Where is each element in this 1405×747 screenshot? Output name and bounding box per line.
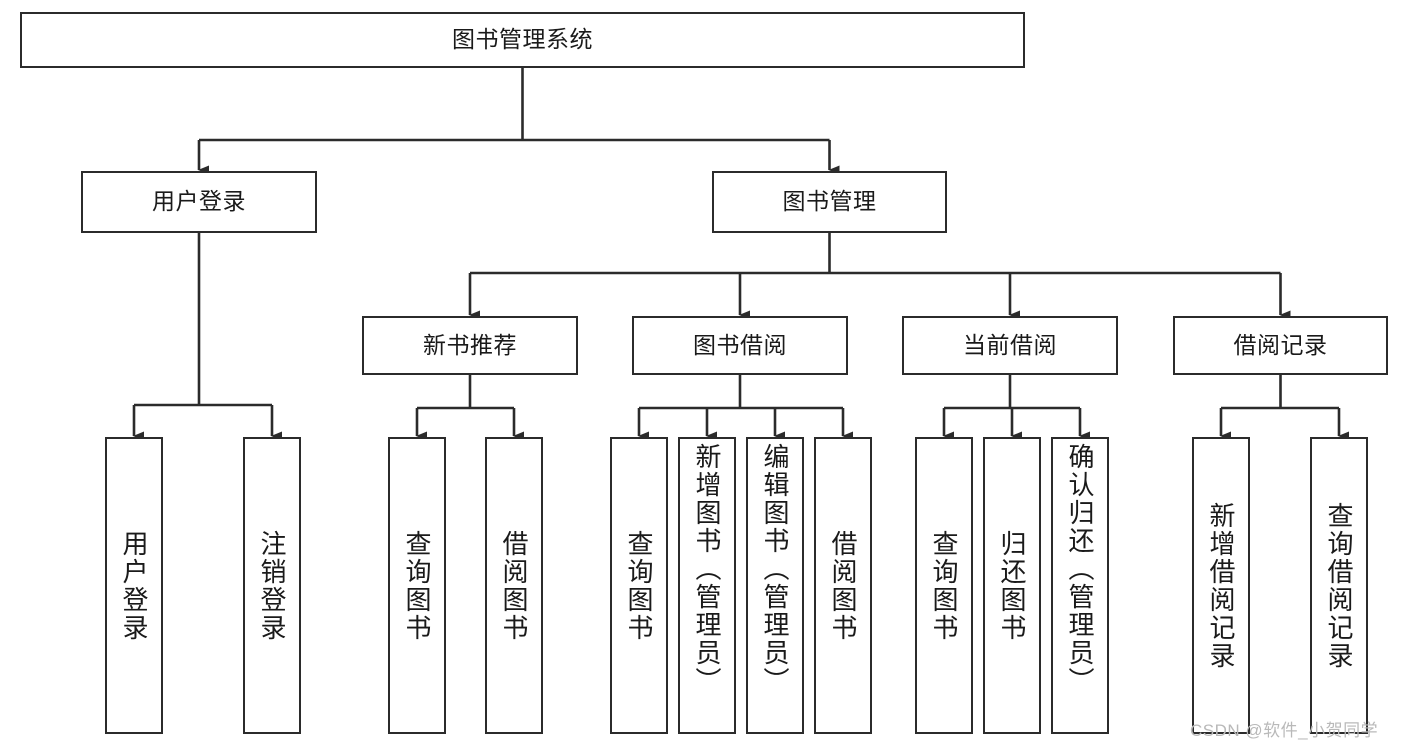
node-label-leaf-confirm-return: 确认归还（管理员）: [1065, 443, 1096, 695]
csdn-watermark: CSDN @软件_小贺同学: [1190, 721, 1379, 740]
node-label-leaf-query-book-current: 查询图书: [929, 529, 960, 642]
node-leaf-add-record[interactable]: 新增借阅记录: [1192, 437, 1250, 734]
node-label-leaf-query-record: 查询借阅记录: [1324, 501, 1355, 670]
node-label-book-borrow: 图书借阅: [693, 331, 787, 358]
node-label-leaf-logout: 注销登录: [257, 529, 288, 642]
node-label-leaf-borrow-book: 借阅图书: [828, 529, 859, 642]
node-label-new-book-rec: 新书推荐: [423, 331, 517, 358]
node-label-leaf-return-book: 归还图书: [997, 529, 1028, 642]
node-leaf-query-book-rec[interactable]: 查询图书: [388, 437, 446, 734]
node-label-leaf-borrow-book-rec: 借阅图书: [499, 529, 530, 642]
node-new-book-rec[interactable]: 新书推荐: [362, 316, 578, 375]
node-book-borrow[interactable]: 图书借阅: [632, 316, 848, 375]
node-leaf-user-login[interactable]: 用户登录: [105, 437, 163, 734]
node-label-borrow-record: 借阅记录: [1233, 331, 1328, 358]
node-leaf-logout[interactable]: 注销登录: [243, 437, 301, 734]
node-leaf-return-book[interactable]: 归还图书: [983, 437, 1041, 734]
node-root[interactable]: 图书管理系统: [20, 12, 1025, 68]
node-label-leaf-edit-book: 编辑图书（管理员）: [760, 443, 791, 695]
node-leaf-confirm-return[interactable]: 确认归还（管理员）: [1051, 437, 1109, 734]
node-label-leaf-query-book-borrow: 查询图书: [624, 529, 655, 642]
node-leaf-edit-book[interactable]: 编辑图书（管理员）: [746, 437, 804, 734]
node-current-borrow[interactable]: 当前借阅: [902, 316, 1118, 375]
node-leaf-query-record[interactable]: 查询借阅记录: [1310, 437, 1368, 734]
node-label-leaf-add-book: 新增图书（管理员）: [692, 443, 723, 695]
node-user-login[interactable]: 用户登录: [81, 171, 317, 233]
node-leaf-borrow-book-rec[interactable]: 借阅图书: [485, 437, 543, 734]
node-label-root: 图书管理系统: [452, 26, 593, 53]
node-leaf-query-book-borrow[interactable]: 查询图书: [610, 437, 668, 734]
node-leaf-add-book[interactable]: 新增图书（管理员）: [678, 437, 736, 734]
node-leaf-borrow-book[interactable]: 借阅图书: [814, 437, 872, 734]
node-label-current-borrow: 当前借阅: [963, 331, 1057, 358]
node-label-book-manage: 图书管理: [782, 188, 877, 215]
node-label-user-login: 用户登录: [152, 188, 246, 215]
node-borrow-record[interactable]: 借阅记录: [1173, 316, 1388, 375]
node-leaf-query-book-current[interactable]: 查询图书: [915, 437, 973, 734]
node-label-leaf-query-book-rec: 查询图书: [402, 529, 433, 642]
node-book-manage[interactable]: 图书管理: [712, 171, 947, 233]
node-label-leaf-add-record: 新增借阅记录: [1206, 501, 1237, 670]
node-label-leaf-user-login: 用户登录: [119, 529, 150, 642]
